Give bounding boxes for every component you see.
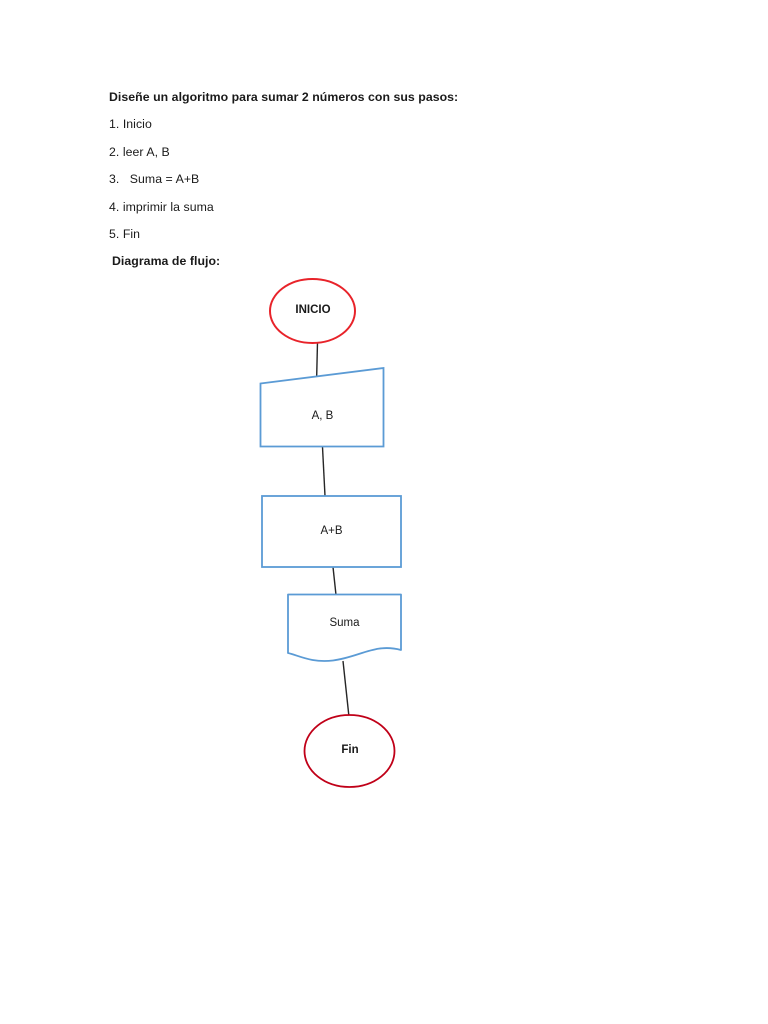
connector-input-to-process	[321, 446, 326, 497]
node-process-shape[interactable]	[261, 495, 402, 568]
diagram-heading: Diagrama de flujo:	[112, 254, 221, 269]
node-input-shape[interactable]	[259, 366, 385, 448]
step-5: 5. Fin	[109, 227, 141, 242]
node-process-label: A+B	[320, 525, 343, 537]
step-3: 3. Suma = A+B	[109, 172, 200, 187]
algorithm-text-block: Diseñe un algoritmo para sumar 2 números…	[109, 84, 669, 276]
node-inicio-shape[interactable]	[269, 278, 356, 344]
node-fin-label: Fin	[341, 744, 359, 756]
node-output-label: Suma	[329, 617, 360, 629]
step-1: 1. Inicio	[109, 117, 152, 132]
node-fin-shape[interactable]	[303, 714, 396, 788]
node-output-shape[interactable]	[287, 593, 402, 662]
step-4: 4. imprimir la suma	[109, 199, 214, 214]
connector-output-to-fin	[342, 660, 350, 718]
node-inicio-label: INICIO	[295, 304, 331, 316]
node-input-label: A, B	[311, 410, 334, 422]
connector-process-to-output	[332, 566, 337, 596]
exercise-title: Diseñe un algoritmo para sumar 2 números…	[109, 90, 459, 104]
step-2: 2. leer A, B	[109, 144, 170, 159]
